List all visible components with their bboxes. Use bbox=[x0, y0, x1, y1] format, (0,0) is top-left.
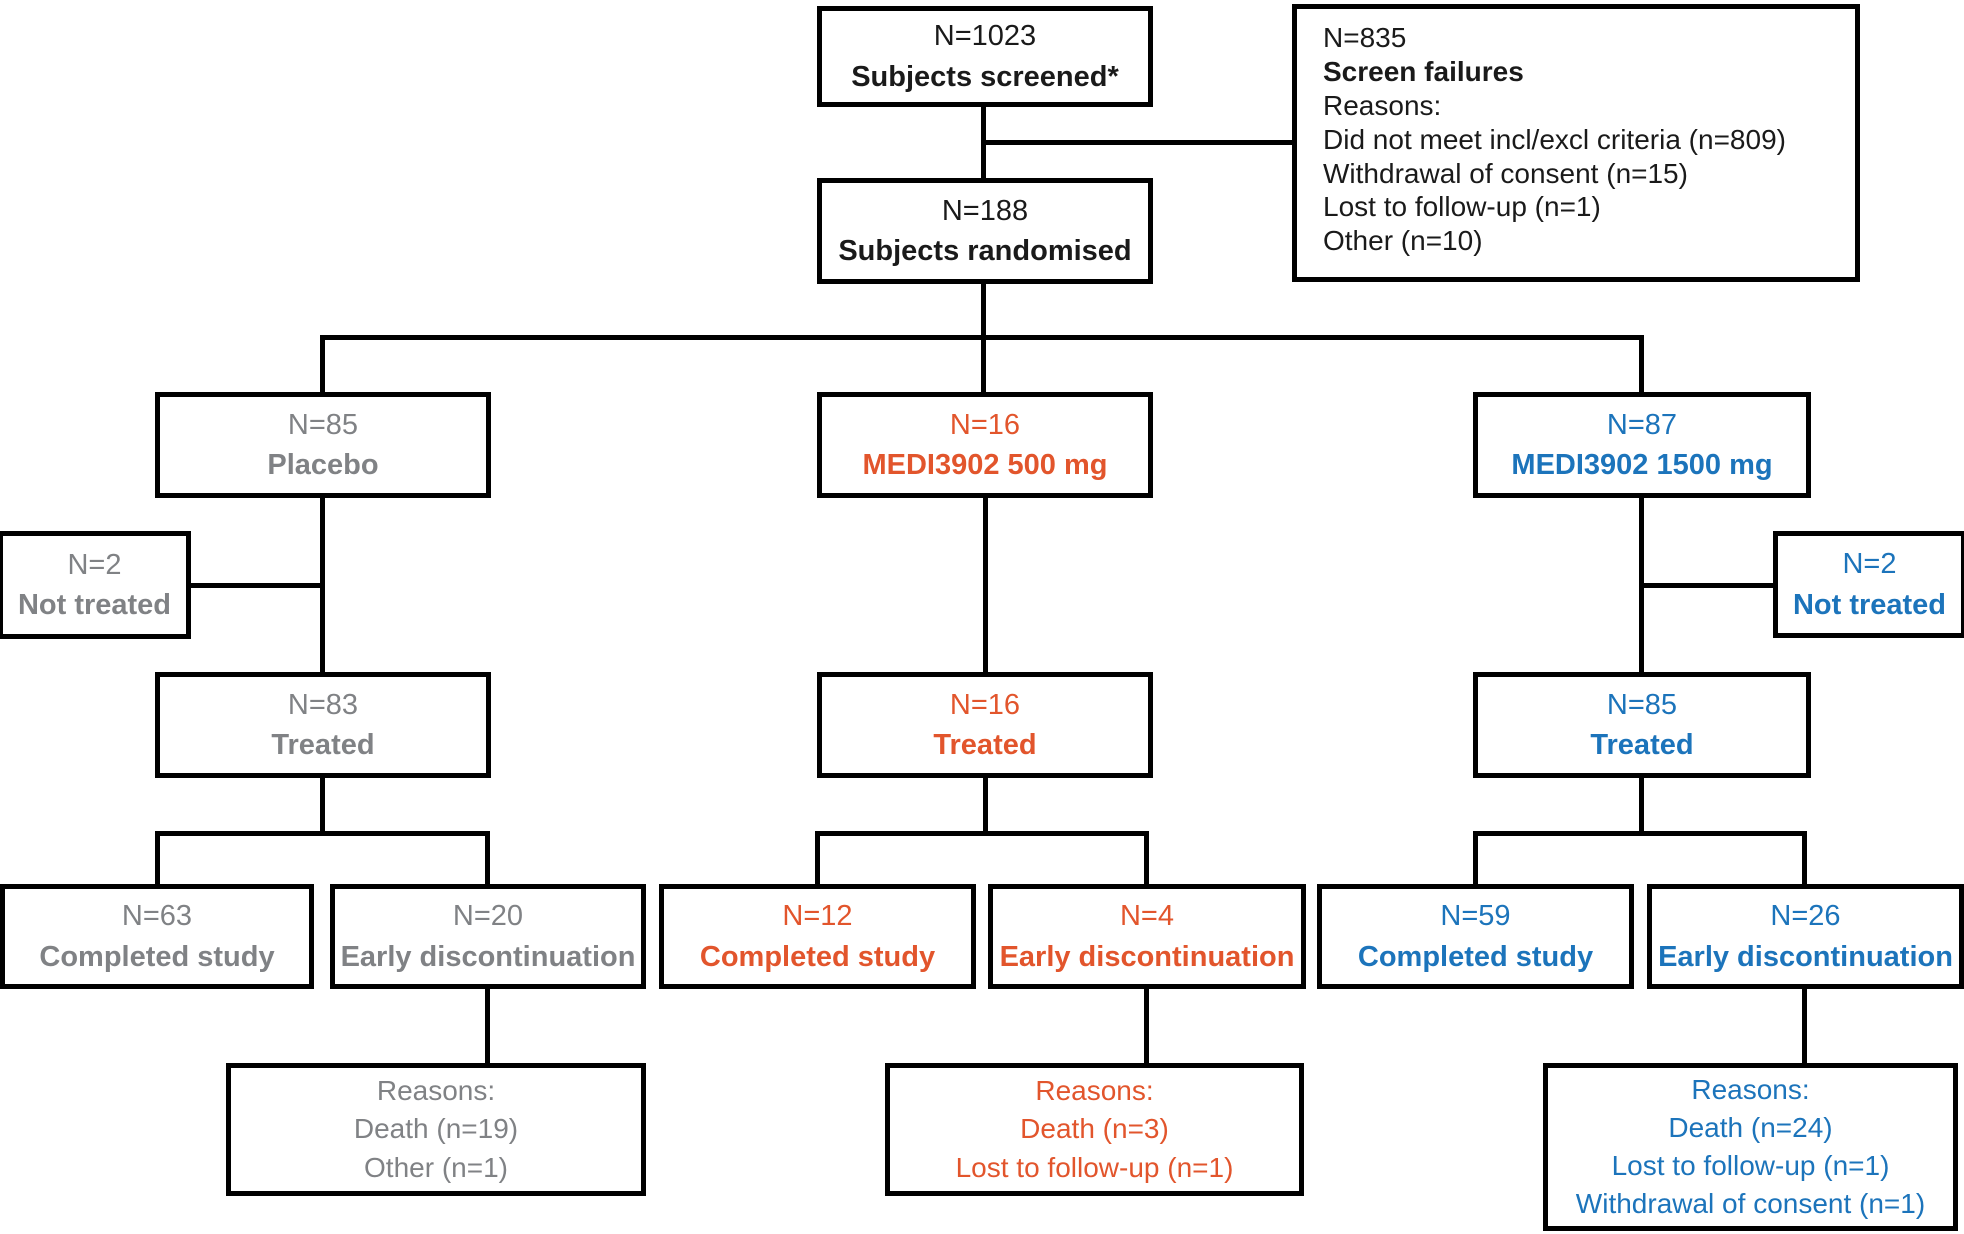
medi500-arm-label: MEDI3902 500 mg bbox=[862, 449, 1108, 481]
placebo-early-discontinuation-label: Early discontinuation bbox=[340, 940, 636, 973]
medi500-early-discontinuation-n: N=4 bbox=[1119, 900, 1174, 933]
medi500-early-discontinuation-label: Early discontinuation bbox=[999, 940, 1295, 973]
medi500-reasons-title: Reasons: bbox=[1035, 1075, 1154, 1107]
medi500-completed-label: Completed study bbox=[699, 940, 936, 973]
placebo-reason: Death (n=19) bbox=[353, 1113, 519, 1145]
placebo-completed-label: Completed study bbox=[39, 940, 275, 973]
placebo-treated-n: N=83 bbox=[287, 688, 359, 721]
placebo-reasons-box: Reasons: Death (n=19) Other (n=1) bbox=[226, 1063, 646, 1196]
placebo-early-discontinuation-n: N=20 bbox=[452, 900, 524, 933]
medi1500-not-treated-n: N=2 bbox=[1842, 548, 1897, 581]
placebo-arm-label: Placebo bbox=[267, 449, 379, 481]
medi500-arm-n: N=16 bbox=[949, 408, 1021, 441]
medi500-reasons-box: Reasons: Death (n=3) Lost to follow-up (… bbox=[885, 1063, 1304, 1196]
placebo-arm-box: N=85 Placebo bbox=[155, 392, 491, 498]
connector-line bbox=[1144, 831, 1149, 886]
screened-box: N=1023 Subjects screened* bbox=[817, 6, 1153, 107]
connector-line bbox=[1802, 988, 1807, 1065]
medi500-reason: Death (n=3) bbox=[1020, 1113, 1169, 1145]
connector-line bbox=[155, 831, 490, 836]
screen-failures-reason: Did not meet incl/excl criteria (n=809) bbox=[1323, 123, 1786, 155]
medi1500-completed-n: N=59 bbox=[1440, 900, 1511, 933]
medi500-completed-n: N=12 bbox=[782, 900, 853, 933]
randomised-n: N=188 bbox=[941, 194, 1029, 227]
placebo-treated-box: N=83 Treated bbox=[155, 672, 491, 778]
placebo-reasons-title: Reasons: bbox=[376, 1075, 496, 1107]
connector-line bbox=[1473, 831, 1478, 886]
screen-failures-label: Screen failures bbox=[1323, 55, 1524, 87]
medi1500-reasons-title: Reasons: bbox=[1691, 1073, 1810, 1105]
placebo-treated-label: Treated bbox=[271, 729, 375, 761]
screen-failures-reason: Lost to follow-up (n=1) bbox=[1323, 191, 1601, 223]
medi1500-reason: Withdrawal of consent (n=1) bbox=[1575, 1188, 1926, 1220]
placebo-not-treated-label: Not treated bbox=[17, 589, 172, 621]
medi1500-arm-box: N=87 MEDI3902 1500 mg bbox=[1473, 392, 1811, 498]
randomised-box: N=188 Subjects randomised bbox=[817, 178, 1153, 284]
screen-failures-box: N=835 Screen failures Reasons: Did not m… bbox=[1292, 4, 1860, 282]
connector-line bbox=[1473, 831, 1807, 836]
connector-line bbox=[1802, 831, 1807, 886]
screen-failures-reasons-title: Reasons: bbox=[1323, 89, 1442, 121]
screened-label: Subjects screened* bbox=[851, 60, 1119, 93]
connector-line bbox=[188, 583, 324, 588]
medi500-completed-box: N=12 Completed study bbox=[659, 884, 976, 989]
medi500-treated-n: N=16 bbox=[949, 688, 1021, 721]
medi1500-arm-label: MEDI3902 1500 mg bbox=[1511, 449, 1773, 481]
medi1500-completed-label: Completed study bbox=[1357, 940, 1594, 973]
placebo-completed-n: N=63 bbox=[121, 900, 193, 933]
placebo-reason: Other (n=1) bbox=[364, 1151, 508, 1183]
placebo-not-treated-box: N=2 Not treated bbox=[0, 531, 191, 639]
medi1500-reason: Death (n=24) bbox=[1668, 1111, 1833, 1143]
medi1500-treated-box: N=85 Treated bbox=[1473, 672, 1811, 778]
screened-n: N=1023 bbox=[933, 20, 1037, 53]
connector-line bbox=[1144, 988, 1149, 1065]
medi500-arm-box: N=16 MEDI3902 500 mg bbox=[817, 392, 1153, 498]
connector-line bbox=[1641, 583, 1777, 588]
medi500-early-discontinuation-box: N=4 Early discontinuation bbox=[988, 884, 1306, 989]
placebo-early-discontinuation-box: N=20 Early discontinuation bbox=[330, 884, 646, 989]
connector-line bbox=[815, 831, 820, 886]
connector-line bbox=[320, 335, 325, 395]
medi1500-reasons-box: Reasons: Death (n=24) Lost to follow-up … bbox=[1543, 1063, 1958, 1231]
medi1500-early-discontinuation-box: N=26 Early discontinuation bbox=[1647, 884, 1964, 989]
connector-line bbox=[485, 988, 490, 1065]
medi1500-completed-box: N=59 Completed study bbox=[1317, 884, 1634, 989]
screen-failures-n: N=835 bbox=[1323, 22, 1407, 53]
connector-line bbox=[485, 831, 490, 886]
medi1500-arm-n: N=87 bbox=[1606, 408, 1678, 441]
medi500-reason: Lost to follow-up (n=1) bbox=[955, 1151, 1234, 1183]
medi500-treated-box: N=16 Treated bbox=[817, 672, 1153, 778]
randomised-label: Subjects randomised bbox=[838, 235, 1132, 267]
screen-failures-reason: Other (n=10) bbox=[1323, 225, 1483, 257]
medi1500-not-treated-box: N=2 Not treated bbox=[1773, 531, 1964, 638]
connector-line bbox=[320, 775, 325, 836]
medi1500-early-discontinuation-n: N=26 bbox=[1770, 900, 1841, 933]
connector-line bbox=[983, 775, 988, 836]
medi1500-treated-label: Treated bbox=[1590, 729, 1694, 761]
connector-line bbox=[1639, 335, 1644, 395]
medi500-treated-label: Treated bbox=[933, 729, 1037, 761]
placebo-not-treated-n: N=2 bbox=[67, 548, 122, 581]
screen-failures-reason: Withdrawal of consent (n=15) bbox=[1323, 157, 1688, 189]
connector-line bbox=[155, 831, 160, 886]
connector-line bbox=[815, 831, 1149, 836]
medi1500-early-discontinuation-label: Early discontinuation bbox=[1658, 940, 1953, 973]
connector-line bbox=[983, 495, 988, 675]
medi1500-treated-n: N=85 bbox=[1606, 688, 1678, 721]
connector-line bbox=[320, 335, 1644, 340]
placebo-arm-n: N=85 bbox=[287, 408, 359, 441]
medi1500-not-treated-label: Not treated bbox=[1792, 588, 1947, 621]
connector-line bbox=[1639, 775, 1644, 836]
placebo-completed-box: N=63 Completed study bbox=[0, 884, 314, 989]
medi1500-reason: Lost to follow-up (n=1) bbox=[1611, 1150, 1890, 1181]
connector-line bbox=[981, 140, 1294, 145]
